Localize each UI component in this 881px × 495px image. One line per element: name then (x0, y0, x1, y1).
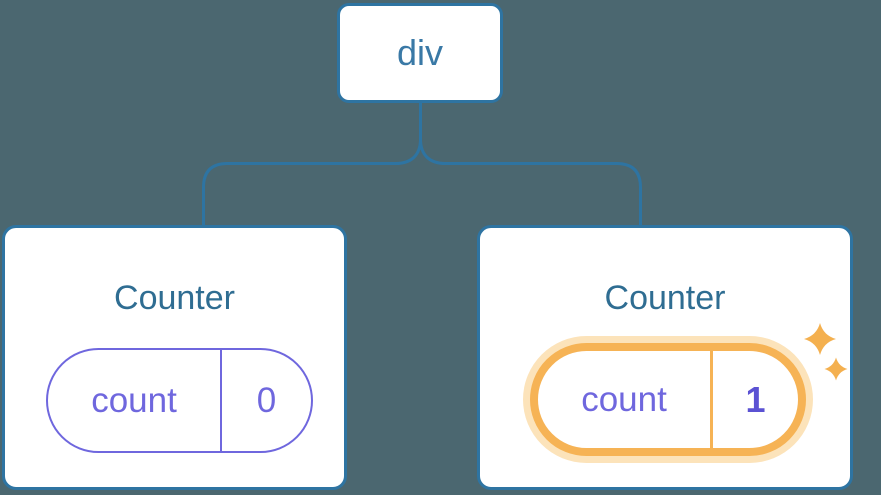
pill-divider (220, 350, 222, 451)
counter-card-left: Counter count 0 (2, 225, 347, 490)
connector-left-branch (202, 101, 422, 228)
pill-divider (710, 351, 713, 448)
state-key-label: count (91, 380, 177, 420)
state-key-label: count (581, 379, 667, 419)
component-title: Counter (604, 279, 726, 317)
counter-card-right: Counter count 1 (477, 225, 853, 490)
connector-right-branch (419, 137, 642, 228)
state-pill: count 0 (46, 348, 313, 453)
state-value: 0 (256, 380, 277, 420)
sparkle-large-icon (804, 323, 836, 355)
sparkle-small-icon (824, 357, 848, 381)
component-title: Counter (114, 279, 235, 317)
root-node-label: div (396, 32, 444, 73)
state-pill-highlighted: count 1 (530, 343, 806, 456)
root-node-div: div (337, 3, 503, 103)
state-value: 1 (745, 378, 766, 420)
sparkles-icon (804, 323, 848, 381)
